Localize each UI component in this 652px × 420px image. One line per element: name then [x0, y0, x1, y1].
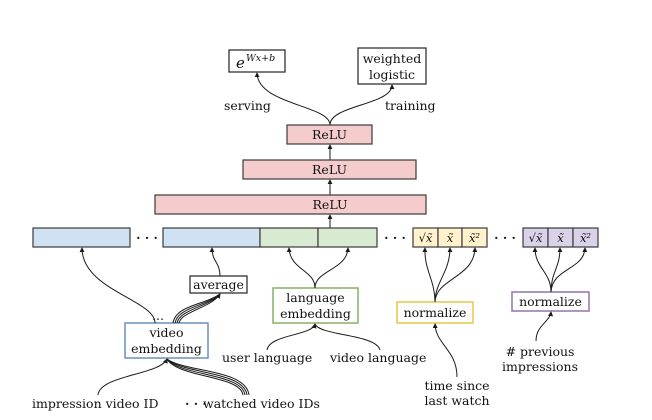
normalize-impressions-node: normalize — [511, 291, 590, 312]
ids-ellipsis: · · · — [185, 396, 207, 411]
serving-formula-exponent: Wx+b — [246, 53, 275, 64]
edge-norm-impr-to-sqrt — [532, 247, 552, 293]
impressions-normalized-cells: √x̃ x̃ x̃² — [522, 227, 599, 248]
time-square-label: x̃² — [469, 231, 480, 245]
edges — [79, 247, 588, 396]
edge-norm-impr-to-square — [550, 247, 588, 293]
normalize-time-node: normalize — [396, 301, 474, 324]
embedding-output-ellipsis: ... — [152, 308, 164, 323]
serving-formula-base: e — [236, 54, 245, 72]
user-language-feature-cell — [259, 227, 319, 248]
edge-lang-to-user-lang-cell — [286, 247, 316, 289]
relu-top-label: ReLU — [312, 127, 347, 142]
impressions-square-label: x̃² — [580, 231, 591, 245]
edge-embedding-to-impression-cell — [79, 247, 156, 324]
feature-ellipsis-1: · · · — [136, 230, 158, 245]
time-since-line2: last watch — [424, 393, 489, 408]
relu-middle-label: ReLU — [312, 162, 347, 177]
impression-video-id-input: impression video ID — [32, 396, 159, 411]
serving-output-box: e Wx+b — [228, 49, 286, 73]
average-node: average — [189, 275, 248, 294]
feature-ellipsis-2: · · · — [384, 230, 406, 245]
edge-time-input-to-normalize — [432, 323, 458, 378]
serving-label: serving — [224, 98, 271, 113]
feature-ellipsis-3: · · · — [494, 230, 516, 245]
edge-impr-input-to-normalize — [535, 311, 554, 342]
time-square-cell — [461, 227, 488, 248]
training-output-box: weighted logistic — [357, 47, 427, 85]
edge-average-to-watched-cell — [209, 247, 221, 277]
time-normalized-cells: √x̃ x̃ x̃² — [412, 227, 488, 248]
edge-norm-time-to-sqrt — [422, 247, 436, 303]
watched-video-ids-input: watched video IDs — [203, 396, 320, 411]
time-sqrt-label: √x̃ — [419, 231, 433, 245]
video-embedding-line1: video — [149, 325, 184, 340]
edge-watched-ids-to-embedding-1 — [166, 358, 244, 396]
video-language-feature-cell — [317, 227, 378, 248]
impression-video-feature-cell — [32, 227, 131, 248]
language-embedding-line1: language — [286, 290, 344, 305]
normalize-impressions-label: normalize — [519, 294, 582, 309]
user-language-input: user language — [222, 350, 312, 365]
edge-watched-ids-to-embedding-4 — [166, 358, 250, 396]
language-embedding-node: language embedding — [272, 287, 359, 324]
impressions-square-cell — [572, 227, 599, 248]
edge-watched-ids-to-embedding-3 — [166, 358, 248, 396]
prev-impressions-line2: impressions — [502, 359, 578, 374]
language-embedding-line2: embedding — [280, 306, 351, 321]
time-since-line1: time since — [424, 378, 489, 393]
video-embedding-node: video embedding — [124, 322, 209, 359]
average-label: average — [193, 277, 244, 292]
training-box-line1: weighted — [363, 51, 422, 66]
edge-video-lang-to-embedding — [314, 323, 381, 351]
edge-user-lang-to-embedding — [266, 323, 317, 351]
edge-embedding-to-average-4 — [178, 293, 221, 324]
training-label: training — [385, 98, 436, 113]
relu-layer-middle: ReLU — [242, 159, 417, 180]
impressions-linear-label: x̃ — [557, 231, 564, 245]
edge-watched-ids-to-embedding-2 — [166, 358, 246, 396]
edge-relu-to-serving — [254, 72, 331, 126]
edge-impression-id-to-embedding — [97, 358, 168, 396]
relu-bottom-label: ReLU — [313, 197, 348, 212]
edge-lang-to-video-lang-cell — [314, 247, 351, 289]
video-embedding-line2: embedding — [131, 341, 202, 356]
prev-impressions-line1: # previous — [506, 344, 575, 359]
relu-layer-top: ReLU — [286, 124, 373, 145]
time-linear-label: x̃ — [447, 231, 454, 245]
edge-norm-time-to-square — [434, 247, 478, 303]
training-box-line2: logistic — [369, 67, 415, 82]
watched-videos-feature-cell — [162, 227, 261, 248]
impressions-sqrt-label: √x̃ — [529, 231, 543, 245]
edge-relu-to-training — [329, 84, 395, 126]
video-language-input: video language — [329, 350, 426, 365]
normalize-time-label: normalize — [404, 305, 467, 320]
relu-layer-bottom: ReLU — [154, 194, 427, 215]
